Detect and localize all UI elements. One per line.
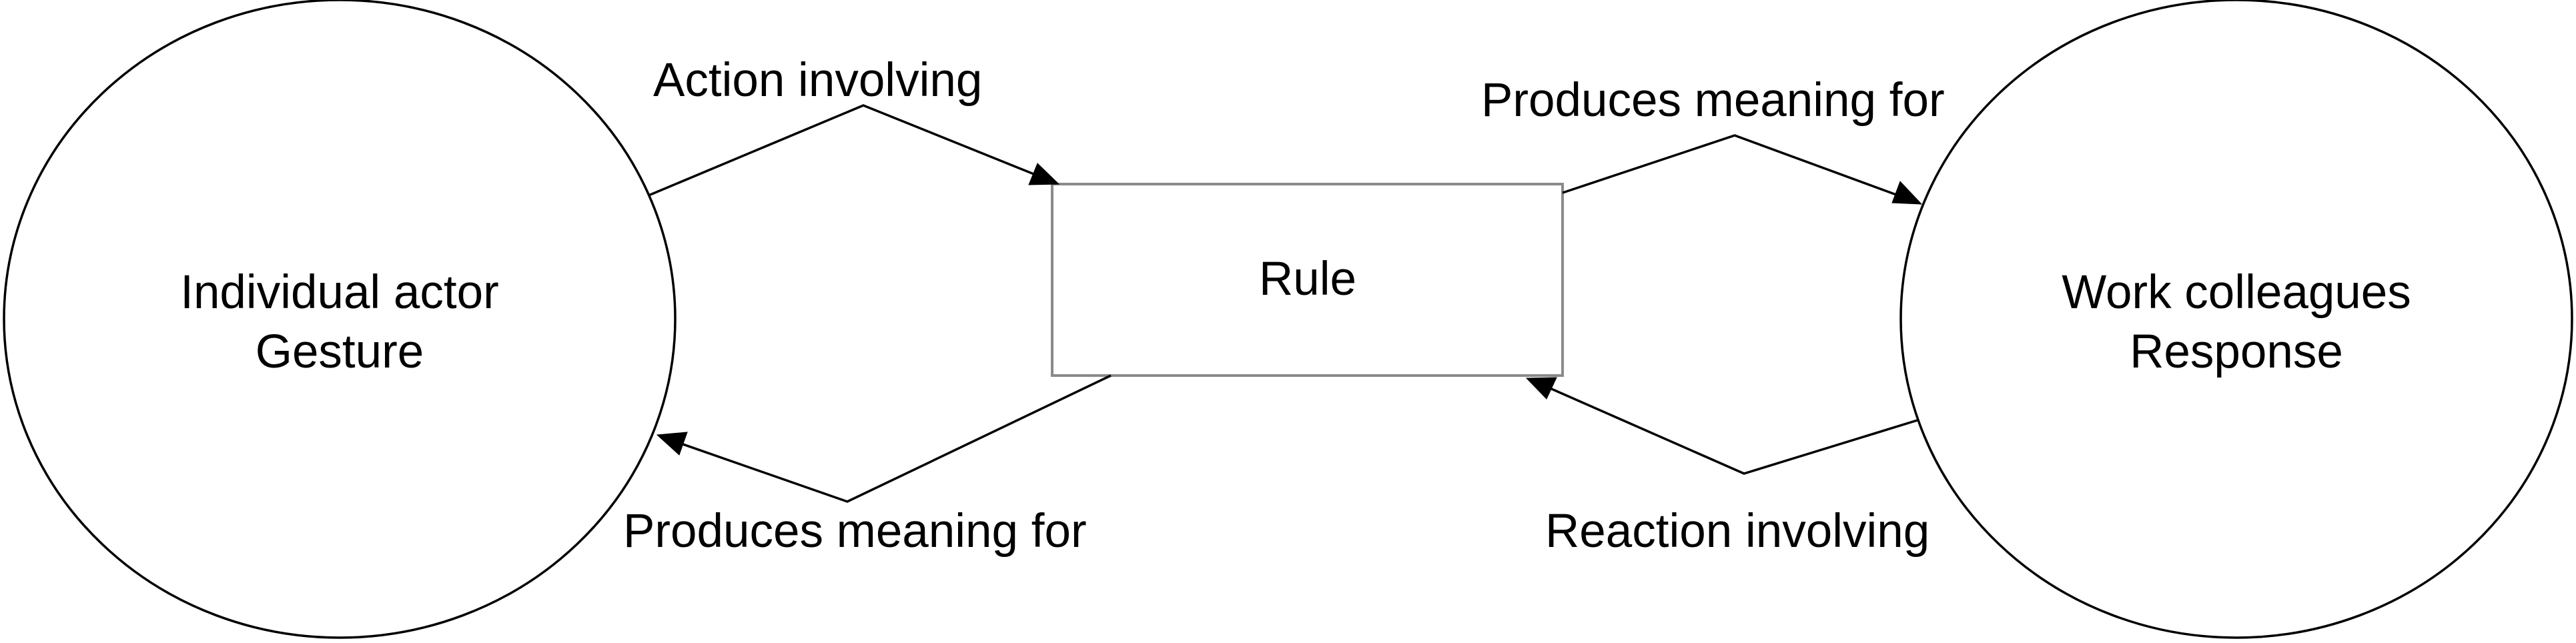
edge-action-line [648, 104, 1039, 197]
edge-produces-bottom-arrowhead [656, 432, 688, 456]
edge-action-label: Action involving [653, 54, 982, 107]
individual-actor-label: Individual actor [180, 266, 499, 319]
edge-produces-bottom-line [675, 374, 1112, 503]
individual-actor-node[interactable]: Individual actor Gesture [3, 0, 677, 639]
edge-reaction-involving: Reaction involving [1525, 377, 1929, 558]
individual-actor-ellipse [3, 0, 677, 639]
work-colleagues-label: Work colleagues [2062, 266, 2411, 319]
edge-reaction-arrowhead [1525, 377, 1557, 400]
edge-produces-meaning-bottom: Produces meaning for [623, 374, 1112, 558]
rule-box [1051, 183, 1564, 377]
edge-produces-top-label: Produces meaning for [1481, 74, 1945, 127]
edge-produces-meaning-top: Produces meaning for [1481, 74, 1945, 205]
work-colleagues-ellipse [1899, 0, 2573, 639]
work-colleagues-node[interactable]: Work colleagues Response [1899, 0, 2573, 639]
edge-produces-bottom-label: Produces meaning for [623, 505, 1087, 558]
individual-gesture-label: Gesture [256, 326, 424, 378]
edge-produces-top-line [1562, 134, 1906, 199]
rule-label: Rule [1259, 253, 1356, 305]
edge-action-arrowhead [1028, 163, 1060, 185]
edge-reaction-line [1543, 384, 1918, 475]
edge-produces-top-arrowhead [1891, 181, 1923, 205]
rule-node[interactable]: Rule [1051, 183, 1564, 377]
edge-action-involving: Action involving [648, 54, 1060, 197]
edge-reaction-label: Reaction involving [1545, 505, 1929, 558]
work-colleagues-response-label: Response [2130, 326, 2343, 378]
